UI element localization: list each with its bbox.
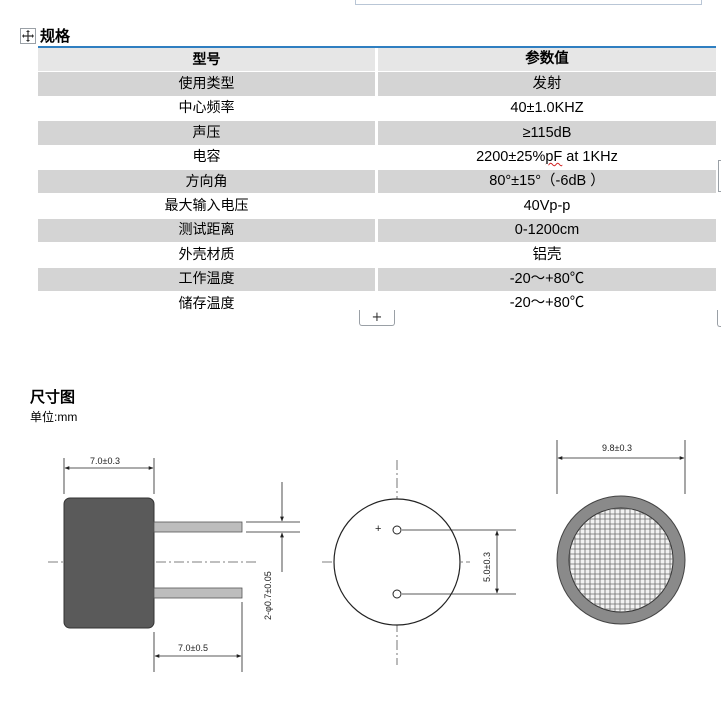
table-row: 中心频率 40±1.0KHZ (38, 96, 716, 122)
pin-spacing-label: 5.0±0.3 (482, 552, 492, 582)
add-row-button[interactable]: + (359, 310, 395, 326)
table-row: 外壳材质 铝壳 (38, 243, 716, 268)
pin-bottom (153, 587, 243, 599)
param-value: -20～+80℃ (509, 270, 585, 287)
param-name: 声压 (38, 121, 378, 145)
top-view: 9.8±0.3 (556, 440, 686, 625)
column-resize-handle[interactable] (718, 160, 721, 192)
table-header-row: 型号 参数值 (38, 48, 716, 73)
sensor-face-outline (333, 498, 461, 626)
param-name: 中心频率 (38, 96, 378, 121)
column-header-model: 型号 (38, 48, 378, 72)
capacitance-value: 2200±25% (476, 149, 546, 165)
table-row: 使用类型 发射 (38, 72, 716, 97)
param-name: 储存温度 (38, 291, 378, 316)
column-header-value: 参数值 (525, 51, 569, 68)
table-row: 声压 ≥115dB (38, 121, 716, 146)
dimension-unit: 单位:mm (30, 410, 78, 424)
spec-table: 型号 参数值 使用类型 发射 中心频率 40±1.0KHZ 声压 ≥115dB … (38, 46, 716, 317)
pin-diameter-label: 2-φ0.7±0.05 (263, 571, 273, 620)
table-row: 工作温度 -20～+80℃ (38, 267, 716, 292)
param-name: 外壳材质 (38, 243, 378, 267)
pin-hole-bottom (392, 589, 402, 599)
param-value: 40Vp-p (523, 197, 571, 214)
table-row: 电容 2200±25%pF at 1KHz (38, 145, 716, 170)
param-value: 40±1.0KHZ (510, 100, 584, 117)
param-name: 方向角 (38, 169, 378, 194)
param-value: 80°±15°（-6dB ） (489, 173, 605, 190)
spec-section-title: 规格 (40, 27, 71, 45)
param-value: 铝壳 (532, 246, 562, 263)
body-length-label: 7.0±0.3 (90, 456, 120, 466)
table-row: 测试距离 0-1200cm (38, 218, 716, 244)
side-view: 7.0±0.3 7.0±0.5 2-φ0.7±0.05 (48, 456, 300, 672)
table-move-handle[interactable] (20, 28, 36, 44)
param-name: 最大输入电压 (38, 194, 378, 218)
input-box-edge (355, 0, 702, 5)
move-cross-icon (22, 30, 34, 42)
param-value: ≥115dB (522, 124, 572, 141)
param-value: 发射 (532, 75, 562, 92)
table-resize-handle[interactable] (717, 310, 721, 327)
table-row: 方向角 80°±15°（-6dB ） (38, 169, 716, 195)
table-row: 最大输入电压 40Vp-p (38, 194, 716, 219)
sensor-body (63, 497, 155, 629)
front-view: + 5.0±0.3 (322, 460, 516, 665)
param-value: -20～+80℃ (509, 295, 585, 312)
param-name: 电容 (38, 145, 378, 169)
param-value: 0-1200cm (514, 222, 580, 239)
diameter-label: 9.8±0.3 (602, 443, 632, 453)
param-name: 使用类型 (38, 72, 378, 96)
param-value: 2200±25%pF at 1KHz (378, 146, 716, 169)
pin-length-label: 7.0±0.5 (178, 643, 208, 653)
pin-hole-top (392, 525, 402, 535)
pin-top (153, 521, 243, 533)
capacitance-unit: pF (545, 149, 563, 165)
capacitance-condition: at 1KHz (562, 149, 618, 165)
dimension-section-title: 尺寸图 (30, 388, 76, 406)
polarity-label: + (375, 523, 381, 535)
dimension-drawing: 7.0±0.3 7.0±0.5 2-φ0.7±0.05 + 5.0±0.3 9.… (48, 440, 686, 672)
param-name: 测试距离 (38, 218, 378, 243)
param-name: 工作温度 (38, 267, 378, 291)
